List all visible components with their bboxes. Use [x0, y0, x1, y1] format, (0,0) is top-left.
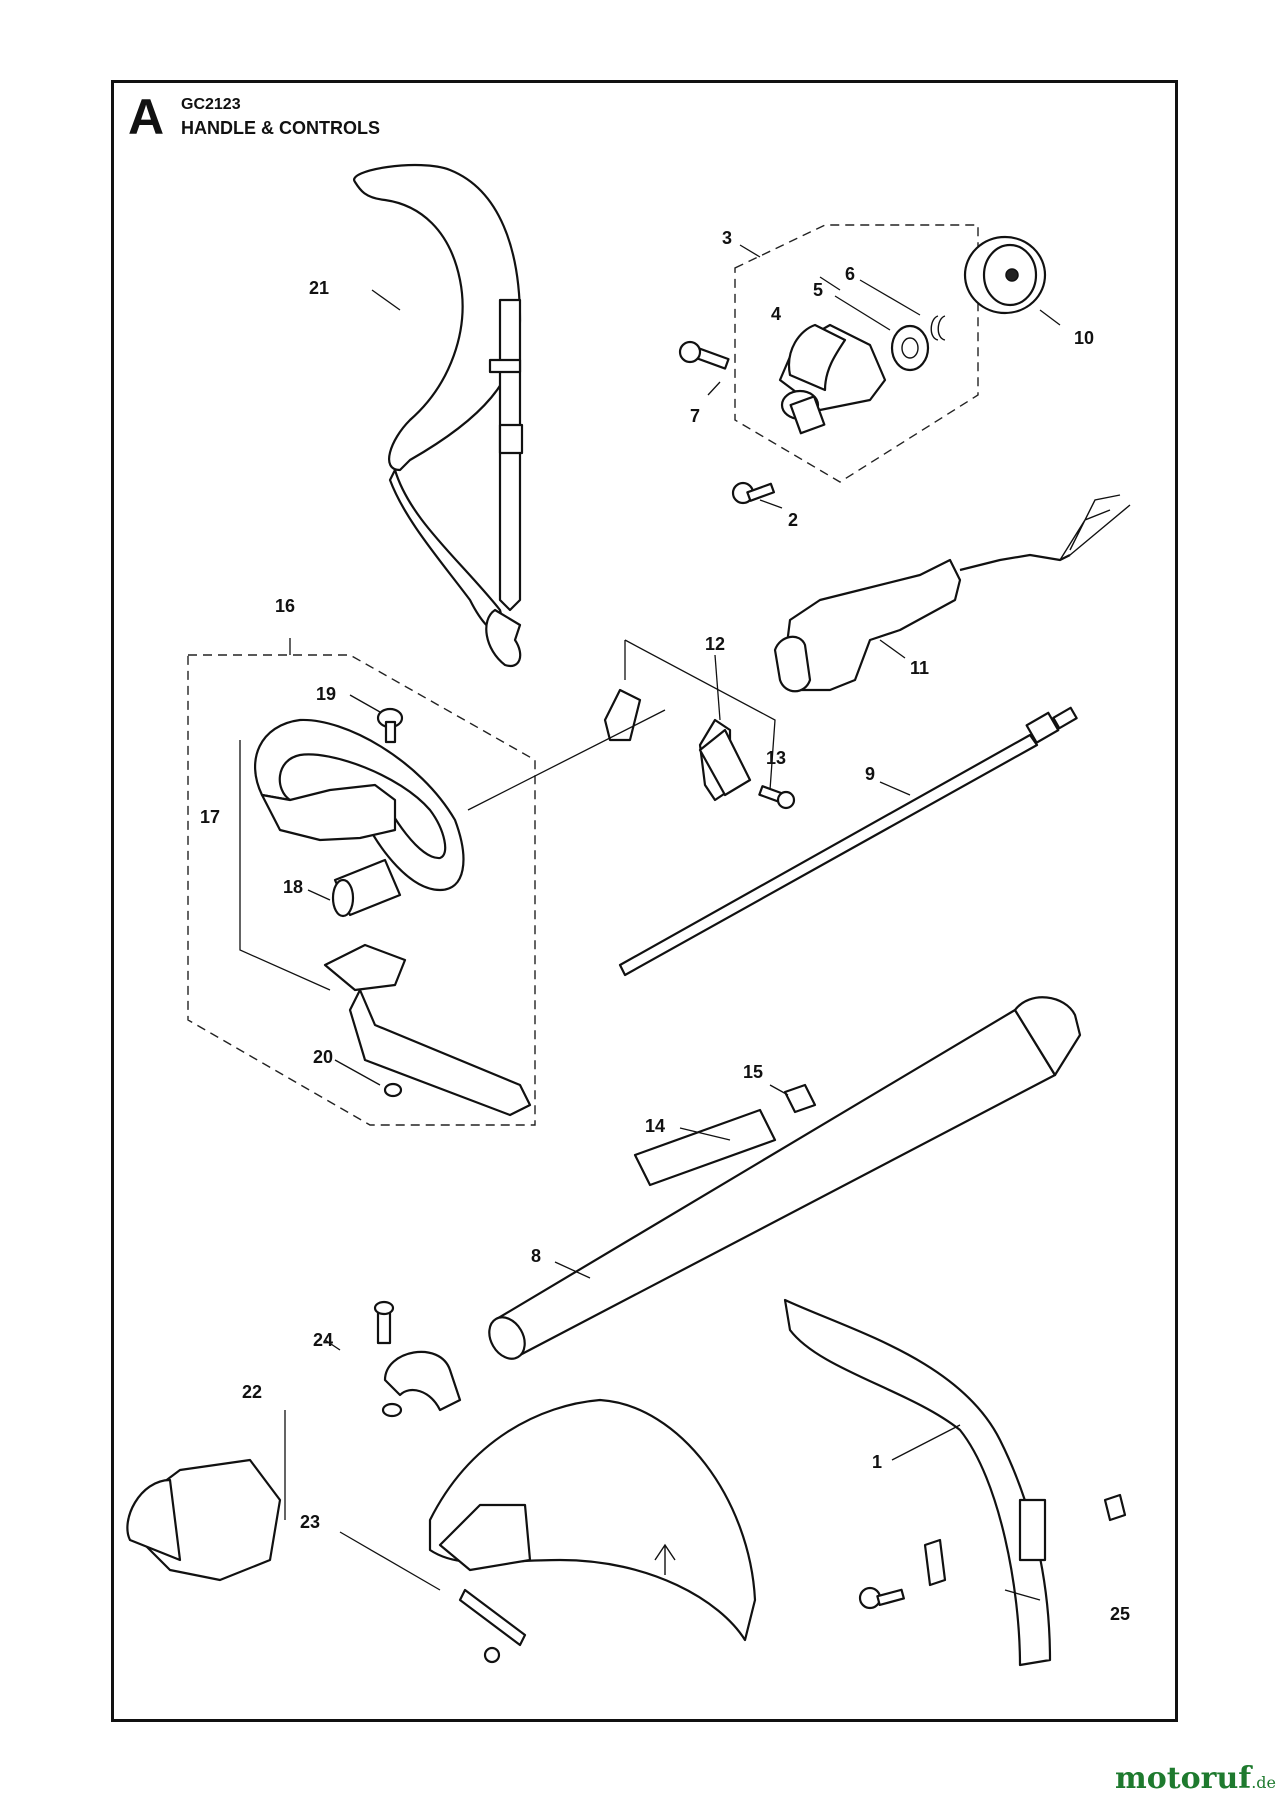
label-15-part — [783, 1083, 817, 1114]
screw-2-part — [731, 481, 776, 505]
screw-7-part — [678, 340, 730, 370]
model-code: GC2123 — [181, 96, 241, 113]
label-20: 20 — [313, 1047, 333, 1067]
label-4: 4 — [771, 304, 781, 324]
label-19: 19 — [316, 684, 336, 704]
label-9: 9 — [865, 764, 875, 784]
shaft-clamp-part — [373, 1300, 462, 1412]
screw-19-part — [376, 707, 404, 744]
grip-sleeve-part — [331, 858, 402, 918]
label-10: 10 — [1074, 328, 1094, 348]
label-8: 8 — [531, 1246, 541, 1266]
label-3: 3 — [722, 228, 732, 248]
label-11: 11 — [910, 658, 929, 678]
leader-lines — [239, 244, 1061, 1601]
screw-13-part — [758, 785, 796, 810]
label-22: 22 — [242, 1382, 262, 1402]
group-outline-3 — [734, 224, 979, 483]
label-18: 18 — [283, 877, 303, 897]
shaft-tube-part — [488, 996, 1082, 1360]
circlip-part — [930, 315, 946, 341]
label-12: 12 — [705, 634, 725, 654]
label-24: 24 — [313, 1330, 333, 1350]
plate-23-part — [458, 1588, 527, 1664]
label-1: 1 — [872, 1452, 882, 1472]
label-14-part — [633, 1108, 777, 1187]
label-2: 2 — [788, 510, 798, 530]
nut-20-part — [383, 1082, 403, 1098]
label-17: 17 — [200, 807, 220, 827]
bearing-part — [890, 324, 930, 372]
diagram-frame — [111, 80, 1178, 1722]
group-outline-16 — [187, 654, 536, 1126]
label-7: 7 — [690, 406, 700, 426]
gear-head-part — [126, 1458, 282, 1582]
watermark-logo: motoruf.de — [1115, 1761, 1276, 1796]
clutch-drum-part — [963, 235, 1047, 315]
label-16: 16 — [275, 596, 295, 616]
label-13: 13 — [766, 748, 786, 768]
label-23: 23 — [300, 1512, 320, 1532]
label-15: 15 — [743, 1062, 763, 1082]
throttle-handle-part — [773, 494, 1131, 693]
section-title: HANDLE & CONTROLS — [181, 118, 380, 138]
shoulder-strap-part — [353, 164, 524, 668]
handle-bracket-part — [323, 943, 532, 1117]
trimmer-guard-part — [428, 1398, 757, 1642]
fastener-25-part — [858, 1493, 1127, 1610]
label-21: 21 — [309, 278, 329, 298]
washer-part — [381, 1402, 403, 1418]
label-14: 14 — [645, 1116, 665, 1136]
clamp-part — [603, 688, 752, 802]
watermark-tld: .de — [1251, 1773, 1276, 1792]
section-letter: A — [128, 89, 165, 145]
gear-housing-part — [778, 323, 887, 435]
watermark-brand: motoruf — [1115, 1761, 1252, 1796]
guard-skirt-part — [783, 1298, 1052, 1667]
loop-handle-part — [253, 718, 465, 892]
label-5: 5 — [813, 280, 823, 300]
drive-shaft-part — [618, 706, 1078, 977]
label-25: 25 — [1110, 1604, 1130, 1624]
label-6: 6 — [845, 264, 855, 284]
